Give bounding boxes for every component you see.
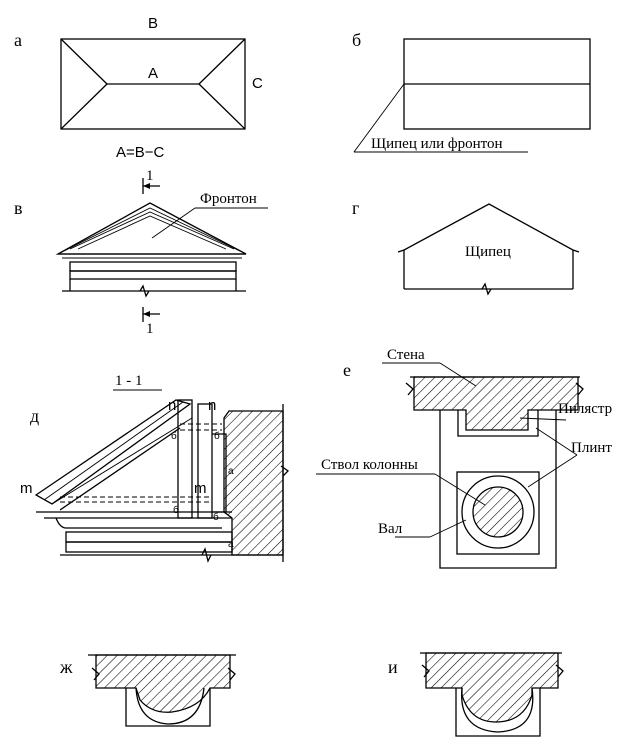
gable-outline (403, 203, 574, 289)
hatched-wall-pilaster (413, 376, 579, 431)
callout-leader (429, 519, 467, 538)
plinth-outline (439, 410, 557, 569)
edge-label-top: В (148, 15, 158, 32)
callout-leader (535, 427, 578, 456)
torus-outline (461, 687, 534, 733)
callout-wall: Стена (387, 347, 425, 363)
section-title: 1 - 1 (115, 373, 143, 389)
hip-line (60, 83, 108, 130)
eave-tick (397, 249, 405, 253)
panel-a-label: а (14, 30, 22, 50)
callout-pediment: Фронтон (200, 191, 257, 207)
callout-leader (439, 362, 477, 387)
panel-i-label: и (388, 657, 398, 677)
panel-g-label: г (352, 198, 359, 218)
pediment-tympanum (77, 215, 227, 250)
panel-g-gable-elevation: г Щипец (352, 198, 580, 296)
panel-i-engaged-column: и (388, 652, 564, 737)
mark-b: б (171, 430, 177, 442)
mark-n1: n (168, 397, 176, 414)
break-mark (280, 465, 290, 477)
callout-leader (434, 473, 486, 506)
break-mark (201, 547, 212, 563)
torus-outline (135, 687, 205, 725)
break-mark (227, 667, 236, 681)
frieze-band (65, 531, 233, 543)
ridge-label: А (148, 65, 158, 82)
section-mark-top: 1 (146, 168, 154, 184)
hatched-wall (223, 410, 284, 556)
entablature-band (69, 261, 237, 272)
mark-b: б (173, 504, 179, 516)
break-mark (555, 664, 564, 678)
cornice-line (59, 427, 181, 511)
panel-b-gable-plan: б Щипец или фронтон (352, 30, 591, 153)
cornice-line (43, 401, 184, 501)
break-mark (91, 667, 100, 681)
callout-torus: Вал (378, 521, 403, 537)
break-mark (405, 382, 414, 396)
panel-a-hip-roof-plan: а В С А А=В−С (14, 15, 263, 161)
callout-shaft: Ствол колонны (321, 457, 418, 473)
gable-label: Щипец (465, 244, 511, 260)
eave-tick (572, 249, 580, 253)
panel-zh-label: ж (59, 657, 73, 677)
callout-leader (151, 207, 196, 239)
pediment-cornice (69, 211, 235, 250)
callout-plinth: Плинт (571, 440, 612, 456)
plinth-square (456, 471, 540, 555)
callout-gable-or-pediment: Щипец или фронтон (371, 136, 503, 152)
panel-d-section: д 1 - 1 б б а б б а n (20, 373, 290, 563)
mark-m1: m (20, 480, 33, 497)
break-mark (575, 382, 584, 396)
section-arrowhead (143, 311, 150, 317)
mark-b: б (213, 511, 219, 523)
plinth-outline (125, 688, 211, 727)
panel-v-pediment-elevation: в 1 1 Фронтон (14, 168, 268, 337)
break-mark (481, 282, 492, 296)
mark-m2: m (194, 480, 207, 497)
callout-leader (527, 454, 578, 488)
pilaster-plinth (457, 410, 539, 437)
panel-e-column-plan: е Стена Пилястр Плинт Ствол колонны Вал (316, 347, 612, 569)
callout-leader (519, 417, 567, 421)
entablature-molding (55, 517, 222, 529)
panel-e-label: е (343, 360, 351, 380)
hip-line (60, 38, 108, 85)
break-mark (139, 284, 150, 298)
callout-leader (353, 83, 405, 153)
mark-a: а (228, 466, 234, 477)
hip-line (198, 38, 246, 85)
hip-line (198, 83, 246, 130)
mark-a: а (228, 539, 234, 550)
formula-label: А=В−С (116, 144, 165, 161)
panel-b-label: б (352, 30, 361, 50)
callout-pilaster: Пилястр (558, 401, 612, 417)
panel-d-label: д (30, 406, 39, 426)
hatched-wall-column (95, 654, 231, 713)
panel-zh-engaged-column: ж (59, 654, 236, 727)
section-arrowhead (143, 183, 150, 189)
edge-label-right: С (252, 75, 263, 92)
break-mark (421, 664, 430, 678)
section-mark-bottom: 1 (146, 321, 154, 337)
column-shaft (472, 486, 524, 538)
torus-outer (461, 475, 535, 549)
frieze-band (65, 541, 233, 553)
plinth-outline (455, 688, 541, 737)
mark-n2: n (208, 397, 216, 414)
panel-v-label: в (14, 198, 23, 218)
raking-cornice (34, 399, 192, 505)
pediment-cornice (63, 207, 241, 252)
roof-plan-outline (60, 38, 246, 130)
entablature-band (69, 270, 237, 280)
cornice-end (177, 399, 193, 519)
mark-b: б (214, 430, 220, 442)
pediment-outer (55, 202, 247, 255)
cornice-line (51, 417, 193, 505)
cornice-end (197, 403, 213, 519)
hatched-wall-column (425, 652, 559, 723)
